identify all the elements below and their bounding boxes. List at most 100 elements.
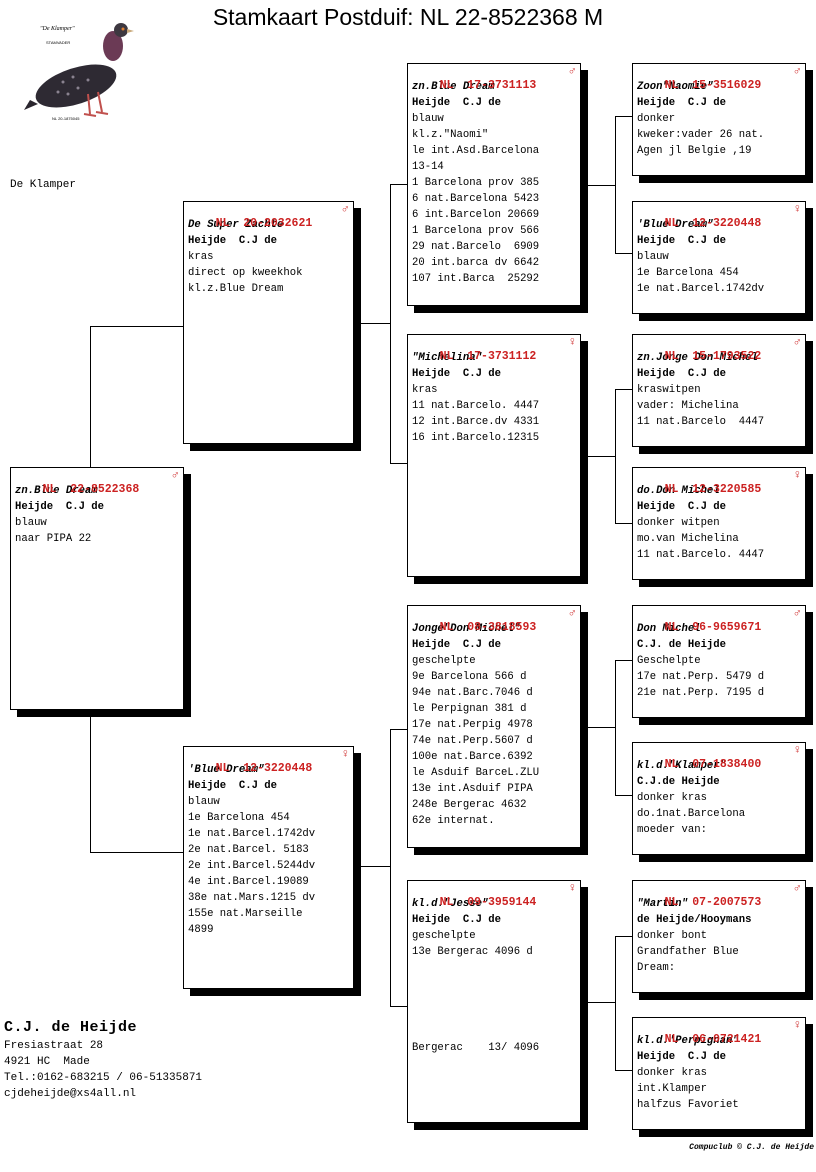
sex-icon: ♂ (793, 881, 801, 895)
card-line (412, 960, 576, 976)
owner-email[interactable]: cjdeheijde@xs4all.nl (4, 1088, 137, 1100)
ring-number: 07-2007573 (692, 896, 762, 909)
owner-phone: Tel.:0162-683215 / 06-51335871 (4, 1072, 203, 1084)
card-line: 21e nat.Perp. 7195 d (637, 687, 765, 699)
connector (390, 184, 391, 463)
card-line: blauw (412, 113, 444, 125)
connector (90, 326, 91, 468)
sex-icon: ♂ (341, 202, 349, 216)
connector (390, 1006, 407, 1007)
connector (390, 729, 391, 1006)
card-line: kras (412, 384, 438, 396)
country-code: NL (664, 483, 679, 496)
logo-caption: De Klamper (10, 179, 77, 191)
card-line: donker bont (637, 930, 707, 942)
card-header: NL 17-3731112♀ (412, 335, 576, 363)
pigeon-illustration-icon (24, 23, 134, 117)
card-line: 20 int.barca dv 6642 (412, 257, 540, 269)
bird-card-mmm: NL 06-0721421 ♀ kl.d.'Perpignan"Heijde C.… (632, 1017, 806, 1130)
connector (390, 729, 407, 730)
card-line: 'Blue Dream" (188, 764, 265, 776)
connector (615, 660, 632, 661)
connector (390, 184, 407, 185)
logo-subtitle: STAMVADER (46, 40, 71, 45)
card-line: Heijde C.J de (188, 235, 278, 247)
card-line: do.Don Michel (637, 485, 720, 497)
card-line: C.J. de Heijde (637, 639, 727, 651)
card-line: le Asduif BarceL.ZLU (412, 767, 540, 779)
sex-icon: ♀ (793, 1018, 801, 1032)
card-line: 107 int.Barca 25292 (412, 273, 540, 285)
connector (615, 795, 632, 796)
card-line: 13e int.Asduif PIPA (412, 783, 533, 795)
card-line: 29 nat.Barcelo 6909 (412, 241, 540, 253)
connector (615, 936, 632, 937)
card-line: kl.z.Blue Dream (188, 283, 284, 295)
card-header: NL 07-2007573♂ (637, 881, 801, 909)
card-line: 13e Bergerac 4096 d (412, 946, 533, 958)
connector (615, 660, 616, 795)
connector (580, 456, 615, 457)
card-line: C.J.de Heijde (637, 776, 720, 788)
ring-number: 17-3731113 (467, 79, 537, 92)
country-code: NL (664, 1033, 679, 1046)
card-line: naar PIPA 22 (15, 533, 92, 545)
sex-icon: ♂ (793, 606, 801, 620)
card-line: Dream: (637, 962, 676, 974)
ring-number: 12-3220448 (243, 762, 313, 775)
connector (615, 253, 632, 254)
card-line: Bergerac 13/ 4096 (412, 1042, 540, 1054)
card-line: zn.Blue Dream (15, 485, 98, 497)
card-line: kl.z."Naomi" (412, 129, 489, 141)
card-header: NL 08-3818593♂ (412, 606, 576, 634)
bird-card-mother-mother: NL 09-3959144♀ kl.d."Jesse"Heijde C.J de… (407, 880, 581, 1123)
bird-card-mother-father: NL 08-3818593♂ Jonge"Don Michel"Heijde C… (407, 605, 581, 848)
sex-icon: ♂ (793, 335, 801, 349)
ring-number: 96-9659671 (692, 621, 762, 634)
card-header: NL 22-8522368♂ (15, 468, 179, 496)
card-line (412, 1024, 576, 1040)
card-line: Don Michel (637, 623, 701, 635)
card-line: 17e nat.Perp. 5479 d (637, 671, 765, 683)
card-line: kl.d."Jesse" (412, 898, 489, 910)
sex-icon: ♀ (568, 335, 576, 349)
connector (90, 326, 183, 327)
card-header: NL 15-1793522♂ (637, 335, 801, 363)
card-line: Heijde C.J de (412, 368, 502, 380)
card-line: blauw (188, 796, 220, 808)
card-line: Heijde C.J de (412, 97, 502, 109)
card-line (412, 1008, 576, 1024)
card-line: le Perpignan 381 d (412, 703, 527, 715)
ring-number: 06-0721421 (692, 1033, 762, 1046)
card-line: kl.d.'Perpignan" (637, 1035, 739, 1047)
country-code: NL (215, 762, 230, 775)
card-header: NL 20-2032621♂ (188, 202, 349, 230)
card-line: geschelpte (412, 930, 476, 942)
page-title: Stamkaart Postduif: NL 22-8522368 M (212, 4, 604, 30)
card-line: de Heijde/Hooymans (637, 914, 752, 926)
owner-street: Fresiastraat 28 (4, 1040, 104, 1052)
bird-card-mfm: NL 07-1838400♀ kl.d."Klamper"C.J.de Heij… (632, 742, 806, 855)
country-code: NL (42, 483, 57, 496)
sex-icon: ♀ (793, 468, 801, 482)
card-line: zn.Jonge Don Michel (637, 352, 758, 364)
card-line: Jonge"Don Michel" (412, 623, 521, 635)
card-line (412, 976, 576, 992)
connector (580, 1002, 615, 1003)
sex-icon: ♂ (793, 64, 801, 78)
connector (90, 710, 91, 852)
card-line: 6 nat.Barcelona 5423 (412, 193, 540, 205)
connector (354, 323, 390, 324)
card-line: donker kras (637, 792, 707, 804)
card-line: 2e nat.Barcel. 5183 (188, 844, 309, 856)
